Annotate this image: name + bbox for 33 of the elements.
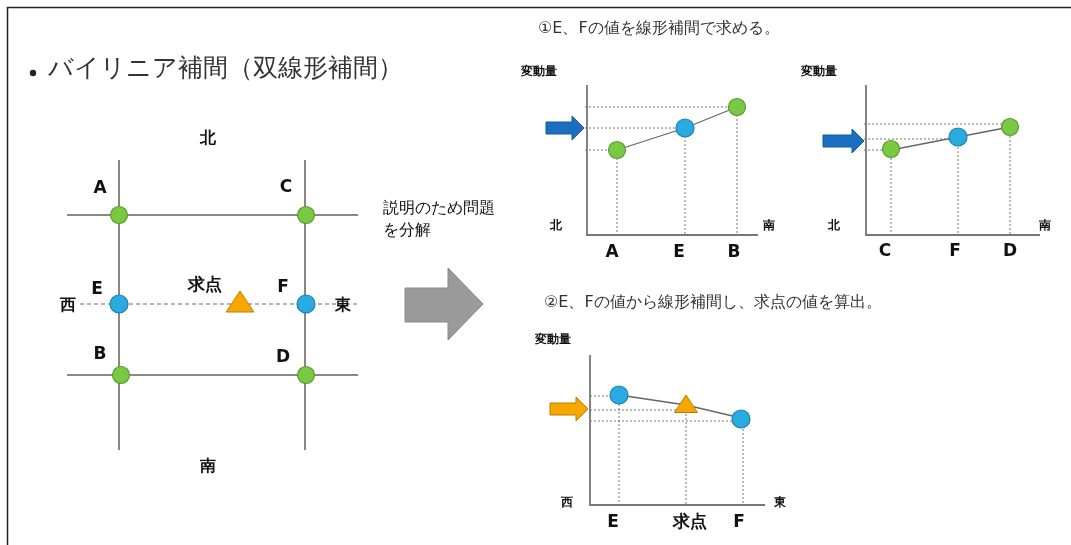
axis-label: 変動量 [801,65,837,79]
compass-label: 南 [200,456,216,476]
point-label: D [1002,241,1018,261]
point-label: E [607,512,619,532]
point-label: E [91,279,103,299]
note-text: 説明のため問題を分解 [383,197,496,242]
step-heading: ①E、Fの値を線形補間で求める。 [538,18,780,38]
point-label: C [279,177,293,197]
point-label: F [949,241,961,261]
page-title: バイリニア補間（双線形補間） [48,54,403,83]
step-heading: ②E、Fの値から線形補間し、求点の値を算出。 [544,292,882,312]
point-label: B [93,344,107,364]
point-label: F [733,512,745,532]
point-label: B [727,242,741,262]
compass-label: 北 [550,219,562,233]
point-label: A [605,242,619,262]
point-label: D [275,347,291,367]
point-label: 求点 [673,512,707,532]
compass-label: 西 [60,295,76,315]
axis-label: 変動量 [521,65,557,79]
point-label: 求点 [188,275,222,295]
point-label: F [277,277,289,297]
compass-label: 東 [335,295,351,315]
compass-label: 東 [774,496,786,510]
axis-label: 変動量 [535,333,571,347]
compass-label: 南 [1039,219,1051,233]
point-label: E [673,242,685,262]
point-label: A [93,178,107,198]
point-label: C [878,241,892,261]
compass-label: 南 [763,219,775,233]
compass-label: 西 [561,496,573,510]
compass-label: 北 [200,128,216,148]
compass-label: 北 [828,219,840,233]
